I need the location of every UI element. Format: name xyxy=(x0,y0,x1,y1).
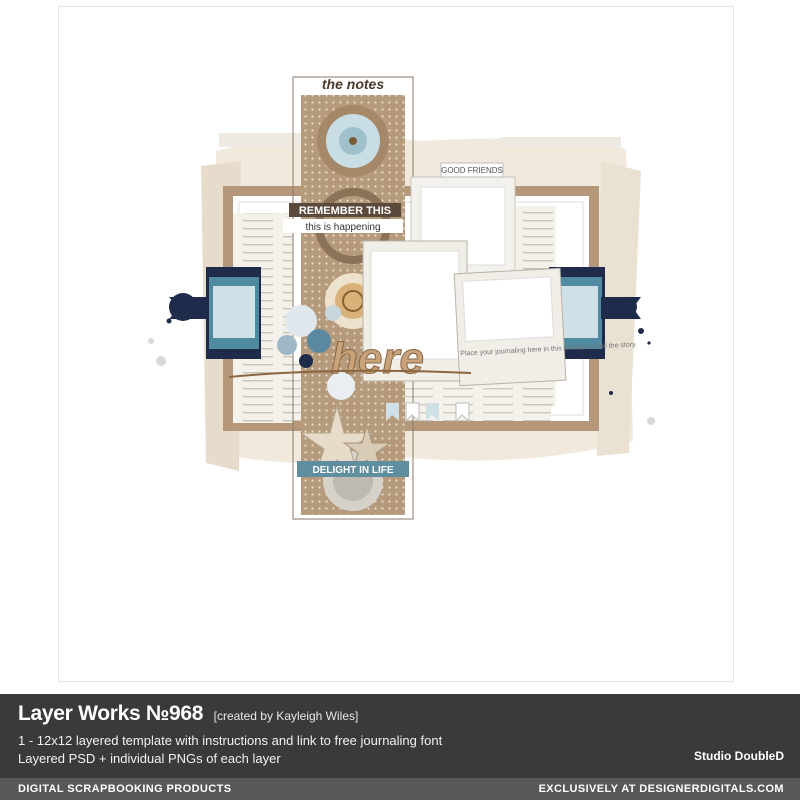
category-label: DIGITAL SCRAPBOOKING PRODUCTS xyxy=(18,783,232,795)
remember-this-text: REMEMBER THIS xyxy=(299,205,391,217)
description-line-1: 1 - 12x12 layered template with instruct… xyxy=(18,733,443,748)
label-remember-this: REMEMBER THIS this is happening xyxy=(283,203,403,233)
delight-in-life-text: DELIGHT IN LIFE xyxy=(312,465,393,476)
here-word-art: here xyxy=(331,334,424,383)
paint-splatter xyxy=(148,338,655,425)
photo-frame-middle xyxy=(362,240,468,382)
ink-splatter xyxy=(166,318,651,395)
pennant-flags xyxy=(386,402,470,423)
description-line-2: Layered PSD + individual PNGs of each la… xyxy=(18,751,281,766)
title-row: Layer Works №968 [created by Kayleigh Wi… xyxy=(18,702,358,726)
flower-cluster xyxy=(277,305,355,400)
this-is-happening-text: this is happening xyxy=(305,222,380,233)
scrapbook-collage: the notes REMEMBER THIS this is happenin… xyxy=(148,76,655,520)
template-preview: the notes REMEMBER THIS this is happenin… xyxy=(58,6,734,682)
tag-the-notes: the notes xyxy=(322,76,384,92)
label-delight: DELIGHT IN LIFE xyxy=(297,461,409,477)
banner-left xyxy=(169,267,261,359)
photo-frame-journal: Place your journaling here in this text … xyxy=(453,267,637,387)
product-title: Layer Works №968 xyxy=(18,702,204,725)
bottom-bar: DIGITAL SCRAPBOOKING PRODUCTS EXCLUSIVEL… xyxy=(0,778,800,800)
creator-credit: [created by Kayleigh Wiles] xyxy=(213,709,359,723)
store-label: EXCLUSIVELY AT DESIGNERDIGITALS.COM xyxy=(538,783,784,795)
banner-right xyxy=(549,267,641,359)
starfish xyxy=(299,404,392,479)
studio-name: Studio DoubleD xyxy=(694,749,784,763)
good-friends-tag: GOOD FRIENDS xyxy=(441,166,503,175)
